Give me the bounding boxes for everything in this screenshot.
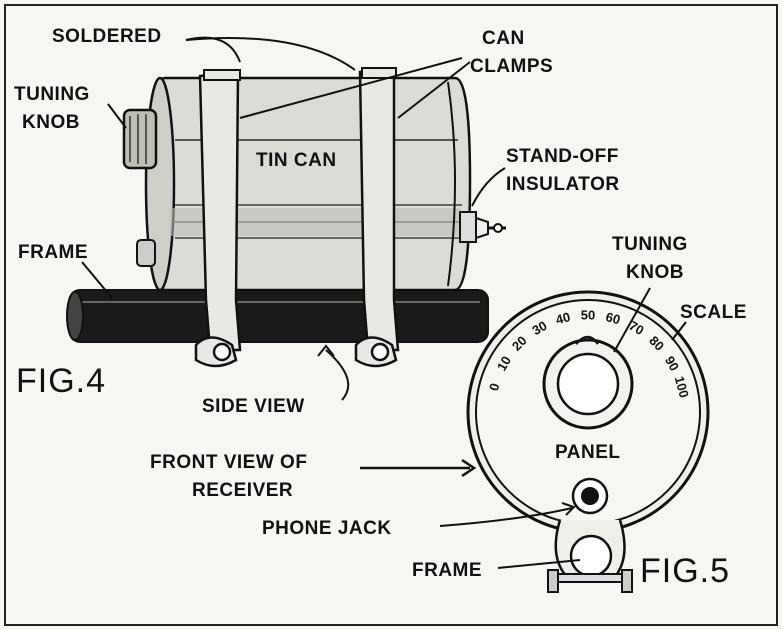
label-can-clamps-line2: CLAMPS [470, 56, 553, 77]
tin-can-body [148, 76, 472, 292]
scale-tick-label: 40 [554, 309, 572, 327]
can-bolt [136, 239, 156, 267]
label-tuning-knob-right-line1: TUNING [612, 234, 688, 255]
label-standoff-line1: STAND-OFF [506, 146, 619, 167]
border [4, 4, 778, 626]
label-tuning-knob-right-line2: KNOB [626, 262, 684, 283]
scale-tick-label: 10 [494, 353, 514, 373]
leader-phone-jack-arrow [561, 502, 576, 516]
can-clamp-1 [194, 69, 242, 368]
label-side-view: SIDE VIEW [202, 396, 305, 417]
label-tuning-knob-left-line2: KNOB [22, 112, 80, 133]
scale-tick-label: 100 [672, 375, 692, 400]
scale-tick-label: 90 [662, 353, 682, 373]
tin-can-right-edge [447, 81, 456, 287]
knob-pointer [575, 335, 600, 345]
scale-tick-label: 70 [627, 318, 647, 338]
label-frame-left: FRAME [18, 242, 88, 263]
leader-standoff [471, 167, 506, 207]
can-clamp-2 [354, 67, 400, 368]
leader-side-view-arrow [317, 344, 335, 357]
label-soldered: SOLDERED [52, 26, 162, 47]
standoff-insulator [459, 211, 506, 243]
scale-tick-label: 30 [529, 318, 549, 338]
leader-side-view [325, 349, 350, 401]
leader-tuning-knob-left [107, 103, 127, 129]
label-front-view-line2: RECEIVER [192, 480, 293, 501]
leader-front-view-arrow [461, 458, 477, 478]
label-standoff-line2: INSULATOR [506, 174, 620, 195]
leader-scale [671, 321, 687, 341]
leader-soldered-2 [185, 37, 356, 71]
label-scale: SCALE [680, 302, 747, 323]
panel-knob-inner [556, 352, 620, 416]
label-fig4: FIG.4 [16, 362, 106, 400]
label-phone-jack: PHONE JACK [262, 518, 392, 539]
leader-can-clamps-1 [239, 57, 463, 119]
label-tin-can: TIN CAN [256, 150, 337, 171]
label-frame-bottom: FRAME [412, 560, 482, 581]
scale-tick-label: 50 [581, 307, 595, 322]
fig4-side-view [66, 36, 506, 401]
leader-frame-left [81, 261, 113, 299]
tuning-knob-left [122, 108, 158, 170]
scale-tick-label: 0 [486, 381, 502, 392]
leader-can-clamps-2 [397, 61, 471, 119]
phone-jack-hole [581, 487, 599, 505]
front-frame-clamp [547, 519, 633, 593]
label-front-view-line1: FRONT VIEW OF [150, 452, 307, 473]
leader-tuning-knob-right [613, 287, 651, 353]
scale-tick-label: 60 [604, 309, 622, 327]
frame-bar [69, 289, 489, 343]
label-can-clamps-line1: CAN [482, 28, 525, 49]
label-panel: PANEL [555, 442, 620, 463]
frame-end [66, 291, 84, 341]
label-fig5: FIG.5 [640, 552, 730, 590]
label-tuning-knob-left-line1: TUNING [14, 84, 90, 105]
leader-phone-jack [439, 507, 573, 527]
leader-frame-bottom [497, 559, 581, 569]
leader-soldered-1 [185, 36, 241, 63]
